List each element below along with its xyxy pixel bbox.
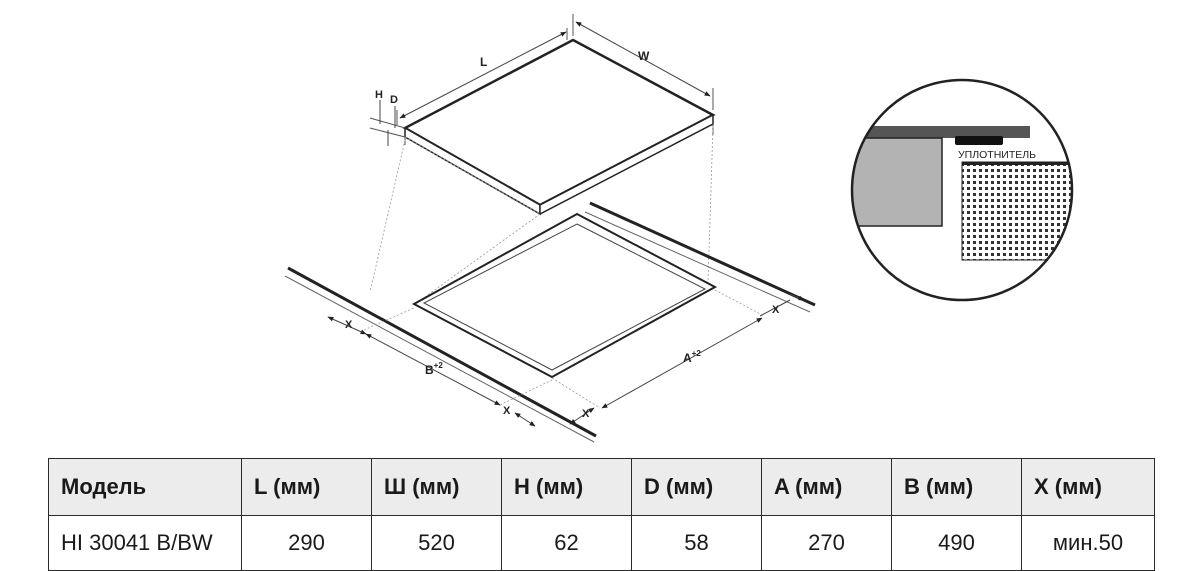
dimension-w: W: [572, 14, 714, 110]
cell-model: HI 30041 B/BW: [48, 515, 242, 571]
header-a: A (мм): [761, 458, 892, 516]
cell-w: 520: [371, 515, 502, 571]
cell-h: 62: [501, 515, 632, 571]
header-h: H (мм): [501, 458, 632, 516]
label-x-left: X: [345, 319, 353, 331]
label-l: L: [480, 55, 487, 69]
label-x-right: X: [772, 304, 780, 316]
installation-diagram: L W H D B+2: [284, 14, 1074, 443]
dimension-h-d: H D: [369, 89, 406, 146]
label-x-bottom-left: X: [503, 405, 511, 417]
label-x-bottom-right: X: [582, 408, 590, 420]
table-header-row: Модель L (мм) Ш (мм) H (мм) D (мм) A (мм…: [48, 458, 1155, 516]
table-row: HI 30041 B/BW 290 520 62 58 270 490 мин.…: [48, 515, 1155, 571]
seal-label: УПЛОТНИТЕЛЬ: [958, 149, 1036, 161]
header-w: Ш (мм): [371, 458, 502, 516]
spec-table: Модель L (мм) Ш (мм) H (мм) D (мм) A (мм…: [48, 458, 1155, 571]
header-b: B (мм): [891, 458, 1022, 516]
cell-a: 270: [761, 515, 892, 571]
header-x: X (мм): [1021, 458, 1155, 516]
dimension-b: B+2: [363, 307, 553, 406]
label-d: D: [390, 94, 398, 106]
label-b: B+2: [425, 361, 443, 377]
label-w: W: [638, 49, 650, 63]
hob-panel: [402, 38, 716, 216]
dimension-a: A+2: [551, 289, 765, 409]
cell-l: 290: [241, 515, 372, 571]
cell-x: мин.50: [1021, 515, 1155, 571]
cell-d: 58: [631, 515, 762, 571]
dimension-l: L: [396, 28, 568, 125]
projection-lines: [369, 125, 714, 303]
header-l: L (мм): [241, 458, 372, 516]
seal-detail-circle: УПЛОТНИТЕЛЬ: [850, 78, 1074, 302]
label-h: H: [375, 89, 383, 101]
cell-b: 490: [891, 515, 1022, 571]
header-d: D (мм): [631, 458, 762, 516]
label-a: A+2: [683, 349, 701, 365]
header-model: Модель: [48, 458, 242, 516]
clearance-markers: X X X X: [327, 293, 805, 427]
